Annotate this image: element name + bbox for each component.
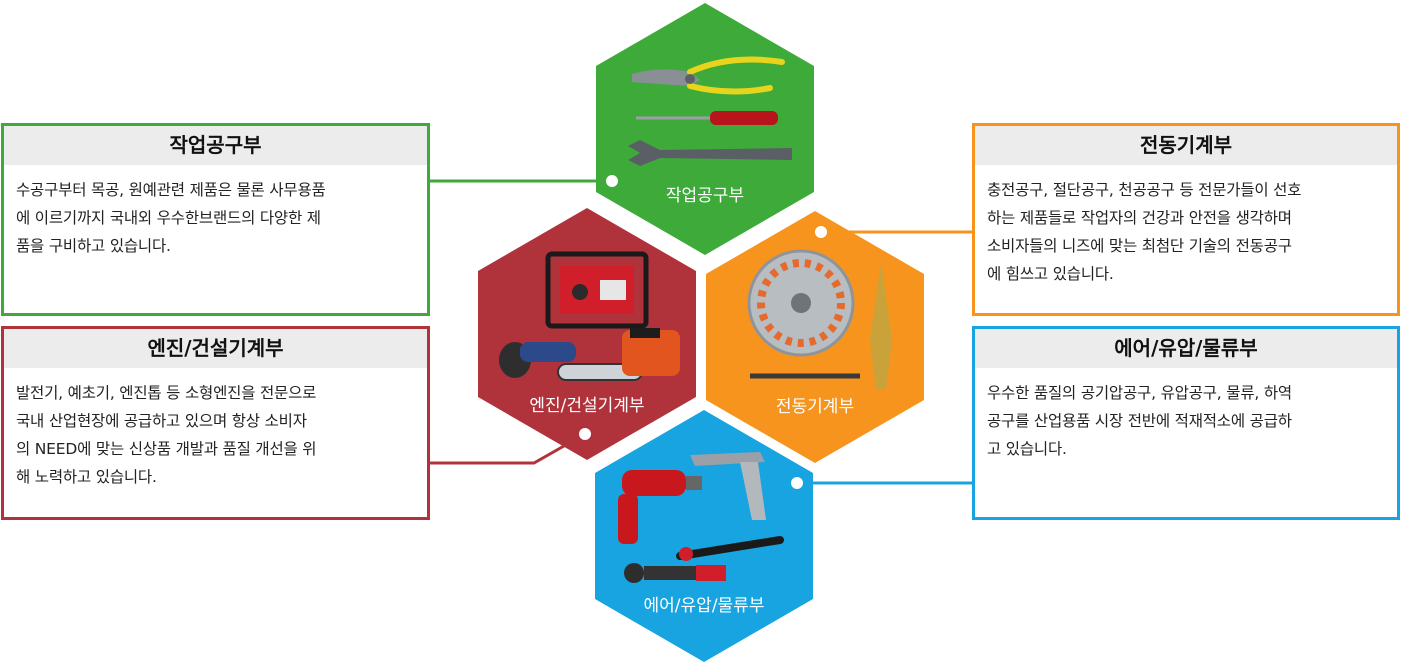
card-engine-line: 해 노력하고 있습니다.: [16, 468, 157, 486]
card-engine-line: 국내 산업현장에 공급하고 있으며 항상 소비자: [16, 412, 307, 430]
card-air-line: 공구를 산업용품 시장 전반에 적재적소에 공급하: [987, 412, 1292, 430]
hex-electric[interactable]: 전동기계부: [706, 211, 924, 463]
card-electric-line: 하는 제품들로 작업자의 건강과 안전을 생각하며: [987, 209, 1292, 227]
air-blow-gun-icon: [690, 452, 766, 520]
card-electric-line: 에 힘쓰고 있습니다.: [987, 265, 1114, 283]
card-engine-line: 의 NEED에 맞는 신상품 개발과 품질 개선을 위: [16, 440, 317, 458]
node-electric: [811, 222, 831, 242]
angle-grinder-icon: [499, 342, 576, 378]
step-drill-icon: [870, 262, 892, 390]
card-air-text: 우수한 품질의 공기압공구, 유압공구, 물류, 하역 공구를 산업용품 시장 …: [975, 368, 1397, 463]
hex-air[interactable]: 에어/유압/물류부: [595, 410, 813, 662]
chainsaw-icon: [557, 328, 680, 381]
hex-work-tools[interactable]: 작업공구부: [596, 3, 814, 255]
card-electric-line: 소비자들의 니즈에 맞는 최첨단 기술의 전동공구: [987, 237, 1292, 255]
card-engine-text: 발전기, 예초기, 엔진톱 등 소형엔진을 전문으로 국내 산업현장에 공급하고…: [4, 368, 427, 491]
saw-blade-icon: [747, 249, 855, 357]
card-work-tools-title: 작업공구부: [4, 126, 427, 165]
hex-engine-label: 엔진/건설기계부: [529, 396, 644, 416]
hex-engine[interactable]: 엔진/건설기계부: [478, 208, 696, 460]
air-impact-wrench-icon: [618, 470, 702, 544]
card-engine: 엔진/건설기계부 발전기, 예초기, 엔진톱 등 소형엔진을 전문으로 국내 산…: [1, 326, 430, 520]
pliers-icon: [632, 56, 785, 95]
card-work-tools: 작업공구부 수공구부터 목공, 원예관련 제품은 물론 사무용품 에 이르기까지…: [1, 123, 430, 316]
node-air: [787, 473, 807, 493]
generator-icon: [545, 251, 649, 329]
card-electric: 전동기계부 충전공구, 절단공구, 천공공구 등 전문가들이 선호 하는 제품들…: [972, 123, 1400, 316]
hex-work-tools-shape: [596, 3, 814, 255]
card-air: 에어/유압/물류부 우수한 품질의 공기압공구, 유압공구, 물류, 하역 공구…: [972, 326, 1400, 520]
hex-electric-label: 전동기계부: [776, 397, 854, 417]
card-electric-line: 충전공구, 절단공구, 천공공구 등 전문가들이 선호: [987, 181, 1302, 199]
card-work-tools-line: 품을 구비하고 있습니다.: [16, 237, 171, 255]
screwdriver-icon: [636, 111, 778, 125]
card-air-line: 우수한 품질의 공기압공구, 유압공구, 물류, 하역: [987, 384, 1292, 402]
card-electric-text: 충전공구, 절단공구, 천공공구 등 전문가들이 선호 하는 제품들로 작업자의…: [975, 165, 1397, 288]
node-engine: [575, 424, 595, 444]
node-work-tools: [602, 171, 622, 191]
card-work-tools-line: 에 이르기까지 국내외 우수한브랜드의 다양한 제: [16, 209, 321, 227]
hydraulic-cutter-icon: [624, 536, 784, 583]
card-work-tools-line: 수공구부터 목공, 원예관련 제품은 물론 사무용품: [16, 181, 326, 199]
card-air-title: 에어/유압/물류부: [975, 329, 1397, 368]
card-work-tools-text: 수공구부터 목공, 원예관련 제품은 물론 사무용품 에 이르기까지 국내외 우…: [4, 165, 427, 260]
card-engine-line: 발전기, 예초기, 엔진톱 등 소형엔진을 전문으로: [16, 384, 317, 402]
card-air-line: 고 있습니다.: [987, 440, 1067, 458]
card-engine-title: 엔진/건설기계부: [4, 329, 427, 368]
card-electric-title: 전동기계부: [975, 126, 1397, 165]
hex-work-tools-label: 작업공구부: [666, 186, 744, 206]
hex-engine-shape: [478, 208, 696, 460]
wrench-icon: [628, 140, 792, 166]
hex-air-label: 에어/유압/물류부: [644, 596, 765, 616]
